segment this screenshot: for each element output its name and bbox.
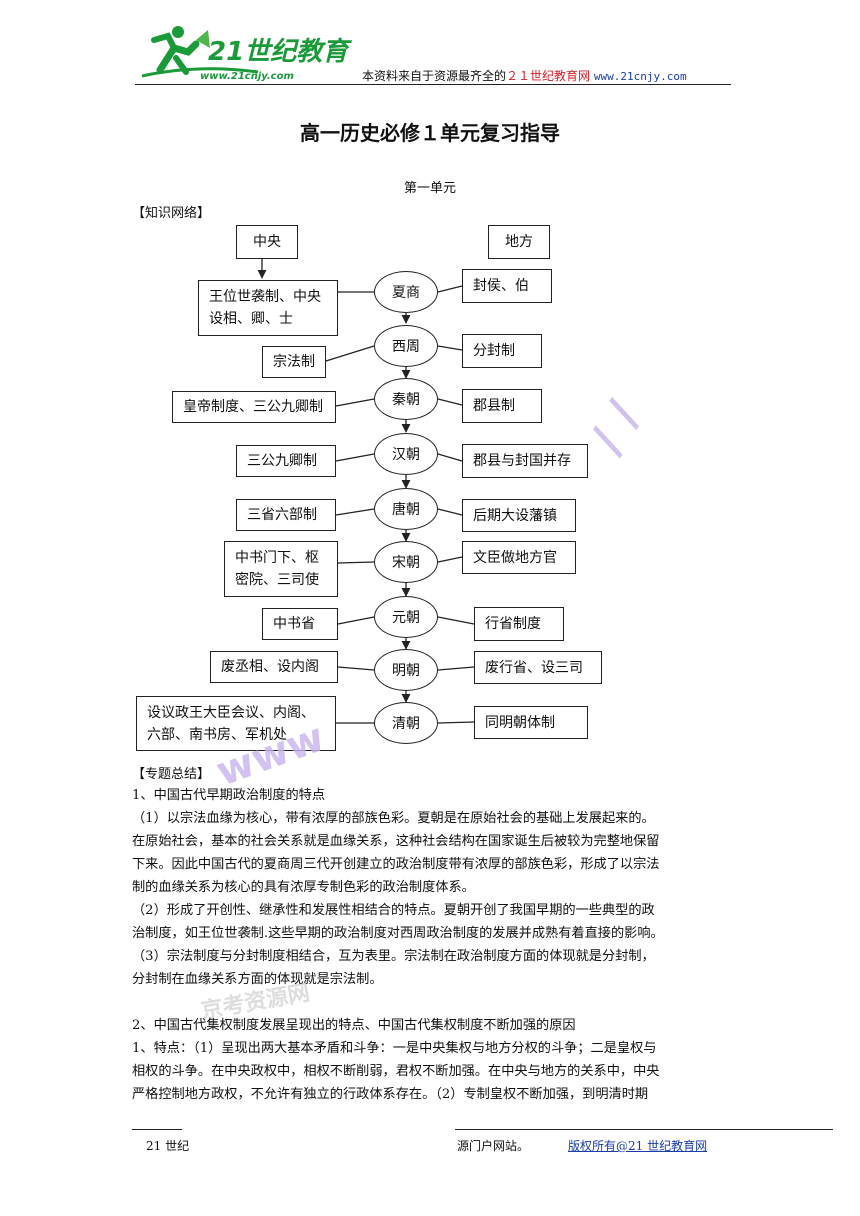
box-line: 设议政王大臣会议、内阁、 <box>147 705 315 721</box>
box-left-xiashang: 王位世袭制、中央 设相、卿、士 <box>198 280 338 336</box>
oval-yuan: 元朝 <box>374 596 438 638</box>
paragraph-line: 在原始社会，基本的社会关系就是血缘关系，这种社会结构在国家诞生后被较为完整地保留 <box>132 834 660 849</box>
subheading-2: 2、中国古代集权制度发展呈现出的特点、中国古代集权制度不断加强的原因 <box>132 1018 576 1033</box>
footer-copyright-link[interactable]: 版权所有@21 世纪教育网 <box>568 1139 708 1153</box>
section-network-heading: 【知识网络】 <box>132 206 211 221</box>
box-left-yuan: 中书省 <box>262 608 338 640</box>
box-right-xizhou: 分封制 <box>462 334 542 368</box>
box-line: 王位世袭制、中央 <box>209 289 321 305</box>
footer-divider-right <box>455 1129 833 1130</box>
section-summary-heading: 【专题总结】 <box>132 767 211 782</box>
box-right-qin: 郡县制 <box>462 389 542 423</box>
paragraph-line: （2）形成了开创性、继承性和发展性相结合的特点。夏朝开创了我国早期的一些典型的政 <box>132 903 655 918</box>
header-url-link[interactable]: www.21cnjy.com <box>593 70 687 83</box>
subheading-1: 1、中国古代早期政治制度的特点 <box>132 788 326 803</box>
box-left-qin: 皇帝制度、三公九卿制 <box>172 391 336 423</box>
paragraph-line: 制的血缘关系为核心的具有浓厚专制色彩的政治制度体系。 <box>132 880 475 895</box>
oval-qin: 秦朝 <box>374 378 438 420</box>
unit-title: 第一单元 <box>403 181 456 196</box>
paragraph-line: 相权的斗争。在中央政权中，相权不断削弱，君权不断加强。在中央与地方的关系中，中央 <box>132 1064 660 1079</box>
oval-xiashang: 夏商 <box>374 271 438 313</box>
document-title: 高一历史必修１单元复习指导 <box>300 121 560 145</box>
logo-url: www.21cnjy.com <box>200 71 294 82</box>
oval-qing: 清朝 <box>374 702 438 744</box>
box-local: 地方 <box>488 225 550 259</box>
footer-mid-text: 源门户网站。 <box>457 1139 530 1153</box>
header-site-link[interactable]: ２１世纪教育网 <box>506 69 591 83</box>
header-note-prefix: 本资料来自于资源最齐全的 <box>362 69 507 83</box>
logo-text: 21世纪教育 <box>208 37 352 67</box>
oval-han: 汉朝 <box>374 433 438 475</box>
paragraph-line: 治制度，如王位世袭制.这些早期的政治制度对西周政治制度的发展并成熟有着直接的影响… <box>132 926 664 941</box>
site-logo: 21世纪教育 www.21cnjy.com <box>141 26 352 82</box>
footer-left-text: 21 世纪 <box>146 1139 190 1153</box>
box-left-xizhou: 宗法制 <box>262 346 326 378</box>
paragraph-line: 分封制在血缘关系方面的体现就是宗法制。 <box>132 972 383 987</box>
box-central: 中央 <box>236 225 298 259</box>
summary-body: 1、中国古代早期政治制度的特点 （1）以宗法血缘为核心，带有浓厚的部族色彩。夏朝… <box>132 784 742 1106</box>
box-left-song: 中书门下、枢 密院、三司使 <box>224 541 338 597</box>
box-line: 中书门下、枢 <box>235 550 319 566</box>
box-right-han: 郡县与封国并存 <box>462 444 588 478</box>
box-left-qing: 设议政王大臣会议、内阁、 六部、南书房、军机处 <box>136 696 336 751</box>
knowledge-network-diagram <box>257 258 475 724</box>
box-line: 设相、卿、士 <box>209 311 293 327</box>
oval-song: 宋朝 <box>374 541 438 583</box>
oval-xizhou: 西周 <box>374 325 438 367</box>
box-line: 密院、三司使 <box>235 572 319 588</box>
box-right-xiashang: 封侯、伯 <box>462 269 552 303</box>
paragraph-line: 严格控制地方政权，不允许有独立的行政体系存在。（2）专制皇权不断加强，到明清时期 <box>132 1087 649 1102</box>
box-right-qing: 同明朝体制 <box>474 706 588 739</box>
header-divider <box>135 84 731 85</box>
paragraph-line: 下来。因此中国古代的夏商周三代开创建立的政治制度带有浓厚的部族色彩，形成了以宗法 <box>132 857 660 872</box>
footer-divider-left <box>132 1129 182 1130</box>
runner-icon <box>141 26 259 78</box>
header-note: 本资料来自于资源最齐全的２１世纪教育网 www.21cnjy.com <box>362 67 687 84</box>
paragraph-line: （1）以宗法血缘为核心，带有浓厚的部族色彩。夏朝是在原始社会的基础上发展起来的。 <box>132 811 655 826</box>
blank-line <box>132 991 742 1014</box>
box-left-han: 三公九卿制 <box>236 445 336 477</box>
paragraph-line: 1、特点：（1）呈现出两大基本矛盾和斗争：一是中央集权与地方分权的斗争；二是皇权… <box>132 1041 657 1056</box>
box-right-tang: 后期大设藩镇 <box>462 499 576 532</box>
box-left-tang: 三省六部制 <box>236 499 336 531</box>
box-right-ming: 废行省、设三司 <box>474 651 602 684</box>
box-right-song: 文臣做地方官 <box>462 541 576 574</box>
box-line: 六部、南书房、军机处 <box>147 727 287 743</box>
box-right-yuan: 行省制度 <box>474 607 564 641</box>
oval-ming: 明朝 <box>374 649 438 691</box>
paragraph-line: （3）宗法制度与分封制度相结合，互为表里。宗法制在政治制度方面的体现就是分封制， <box>132 949 655 964</box>
box-left-ming: 废丞相、设内阁 <box>210 651 338 683</box>
oval-tang: 唐朝 <box>374 488 438 530</box>
